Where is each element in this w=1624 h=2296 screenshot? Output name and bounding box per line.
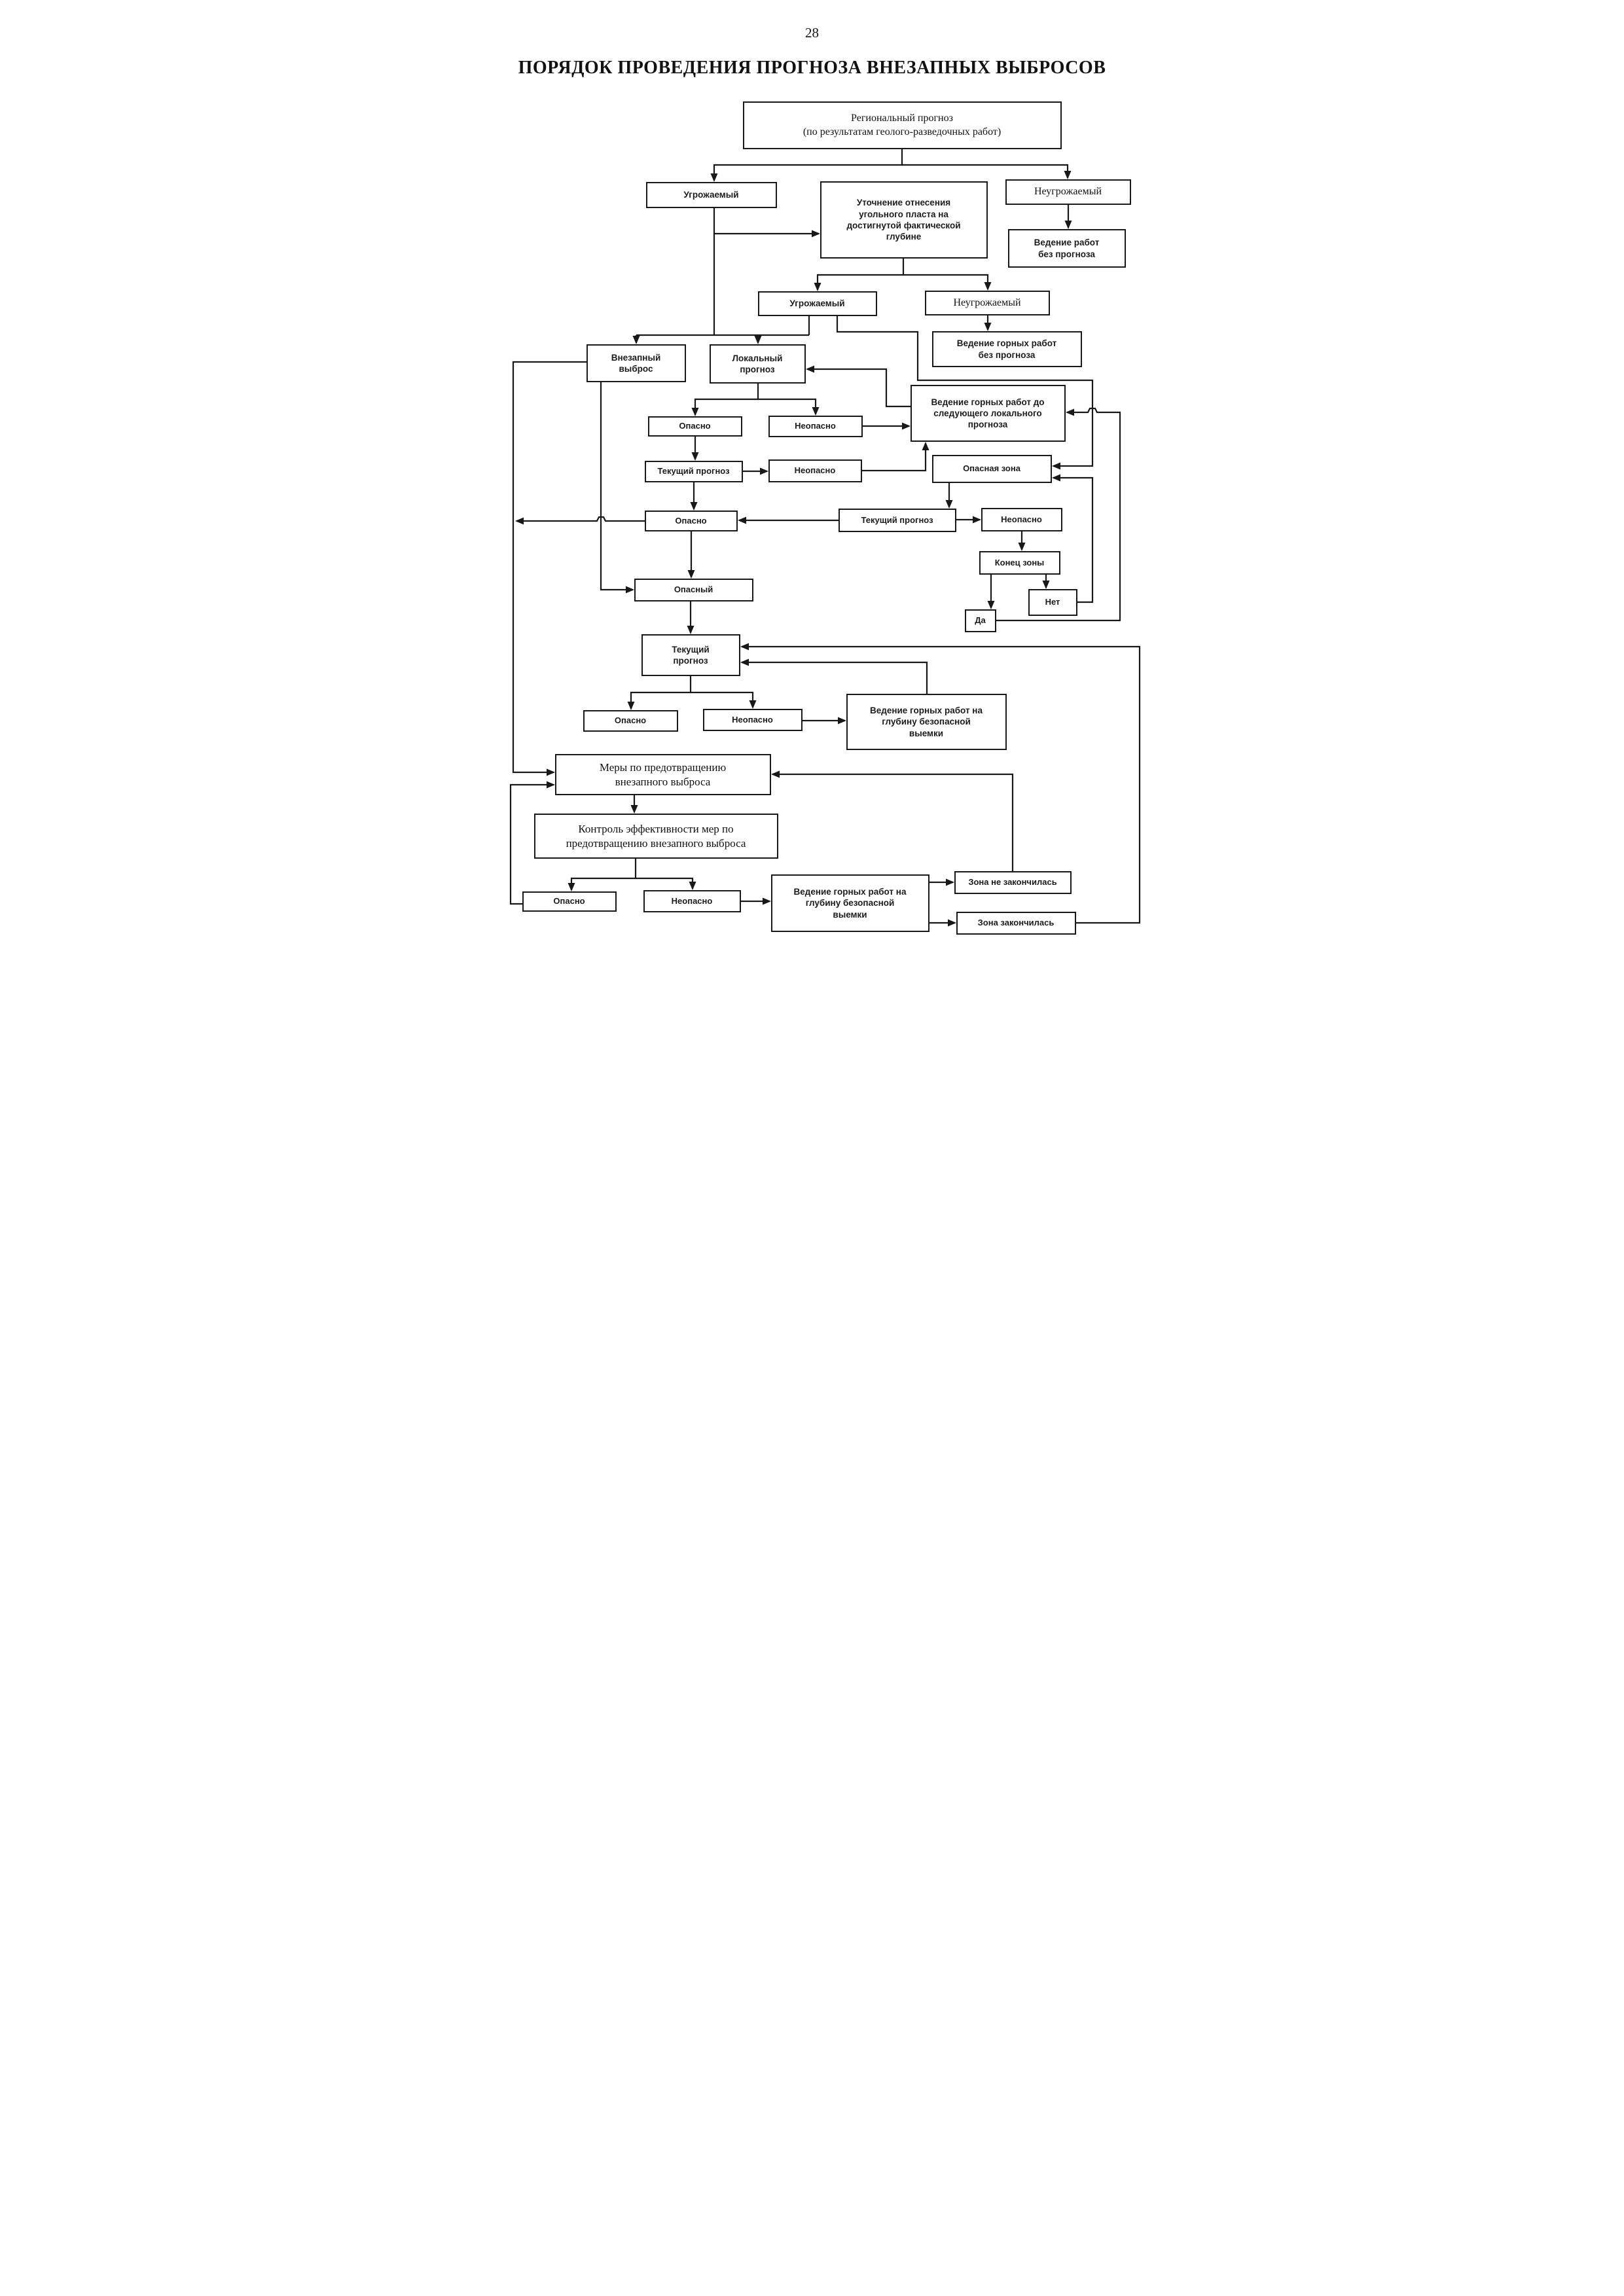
edge-vnezapnyj-to-mery-trunk <box>512 361 586 776</box>
edge-kontrol-to-opasno4 <box>568 859 636 891</box>
page-title: ПОРЯДОК ПРОВЕДЕНИЯ ПРОГНОЗА ВНЕЗАПНЫХ ВЫ… <box>518 58 1106 78</box>
node-neopasno-5: Неопасно <box>643 890 741 912</box>
edge-ugrozhaemyj2-to-opasnaya-zona <box>836 316 1093 470</box>
edge-kontrol-to-neopasno5 <box>635 877 696 890</box>
node-mery: Меры по предотвращению внезапного выброс… <box>554 754 771 795</box>
node-opasnyj: Опасный <box>634 579 753 601</box>
edges-svg <box>509 149 1140 927</box>
edge-net-to-opasnaya-zona <box>1051 474 1093 603</box>
node-ugrozhaemyj-2: Угрожаемый <box>757 291 877 316</box>
edge-neopasno2-to-vedenie-bottom <box>861 442 929 472</box>
edge-vedenie1-to-tekushchij3 <box>740 658 928 694</box>
edge-tekushchij3-to-opasno3 <box>627 676 691 710</box>
edge-opasno2-to-left-trunk <box>514 516 645 525</box>
flowchart: Региональный прогноз (по результатам гео… <box>406 0 1218 1148</box>
node-neugrozhaemyj-1: Неугрожаемый <box>1005 179 1131 205</box>
node-vnezapnyj-vybros: Внезапный выброс <box>586 344 686 382</box>
node-opasno-2: Опасно <box>644 511 738 531</box>
node-neopasno-4: Неопасно <box>702 709 803 731</box>
node-opasno-4: Опасно <box>522 891 617 912</box>
document-page: 28 ПОРЯДОК ПРОВЕДЕНИЯ ПРОГНОЗА ВНЕЗАПНЫХ… <box>406 0 1218 1148</box>
edge-regional-to-ugrozhaemyj1 <box>710 149 903 182</box>
node-neopasno-2: Неопасно <box>768 459 862 482</box>
node-vedenie-do-sled: Ведение горных работ до следующего локал… <box>910 385 1066 442</box>
node-neopasno-3: Неопасно <box>981 508 1062 531</box>
edge-vedenie-do-sled-to-lokalnyj <box>805 365 911 408</box>
node-regional: Региональный прогноз (по результатам гео… <box>742 101 1062 149</box>
edge-vnezapnyj-to-opasnyj <box>600 382 634 594</box>
node-neopasno-1: Неопасно <box>768 416 863 437</box>
node-ugrozhaemyj-1: Угрожаемый <box>645 182 777 208</box>
node-utochnenie: Уточнение отнесения угольного пласта на … <box>820 181 988 259</box>
edge-regional-to-neugrozhaemyj1 <box>901 164 1071 179</box>
node-opasno-1: Опасно <box>647 416 742 437</box>
edge-utochnenie-to-ugrozhaemyj2 <box>814 259 904 291</box>
edge-zona-zak-to-tekushchij3 <box>740 643 1140 924</box>
node-vedenie-na-glubinu-2: Ведение горных работ на глубину безопасн… <box>770 874 929 932</box>
node-tekushchij-3: Текущий прогноз <box>641 634 740 676</box>
edge-lokalnyj-to-neopasno1 <box>757 398 819 416</box>
node-zona-ne-zakonchilas: Зона не закончилась <box>954 871 1072 894</box>
edges-group <box>509 149 1140 927</box>
node-tekushchij-1: Текущий прогноз <box>644 461 743 482</box>
edge-zona-ne-zak-to-mery <box>770 770 1013 871</box>
node-lokalnyj-prognoz: Локальный прогноз <box>709 344 806 384</box>
edge-ugrozhaemyj1-to-utochnenie <box>713 208 820 238</box>
node-vedenie-na-glubinu-1: Ведение горных работ на глубину безопасн… <box>846 694 1007 750</box>
node-zona-zakonchilas: Зона закончилась <box>956 912 1076 935</box>
edge-tekushchij3-to-neopasno4 <box>690 691 756 709</box>
edge-lokalnyj-to-opasno1 <box>691 384 759 416</box>
page-number: 28 <box>805 25 819 41</box>
node-vedenie-rabot-bez: Ведение работ без прогноза <box>1007 229 1126 268</box>
node-opasno-3: Опасно <box>583 710 678 732</box>
node-net: Нет <box>1028 589 1077 616</box>
node-opasnaya-zona: Опасная зона <box>931 455 1052 483</box>
node-konec-zony: Конец зоны <box>979 551 1060 575</box>
node-neugrozhaemyj-2: Неугрожаемый <box>924 291 1050 315</box>
node-vedenie-gornyh-bez: Ведение горных работ без прогноза <box>931 331 1082 367</box>
edge-utochnenie-to-neugrozhaemyj2 <box>903 274 991 291</box>
edge-opasno4-to-mery <box>509 781 555 905</box>
edge-da-to-vedenie-do-sled <box>996 407 1121 622</box>
node-da: Да <box>964 609 996 632</box>
node-kontrol: Контроль эффективности мер по предотвращ… <box>533 814 778 859</box>
node-tekushchij-2: Текущий прогноз <box>838 509 956 532</box>
